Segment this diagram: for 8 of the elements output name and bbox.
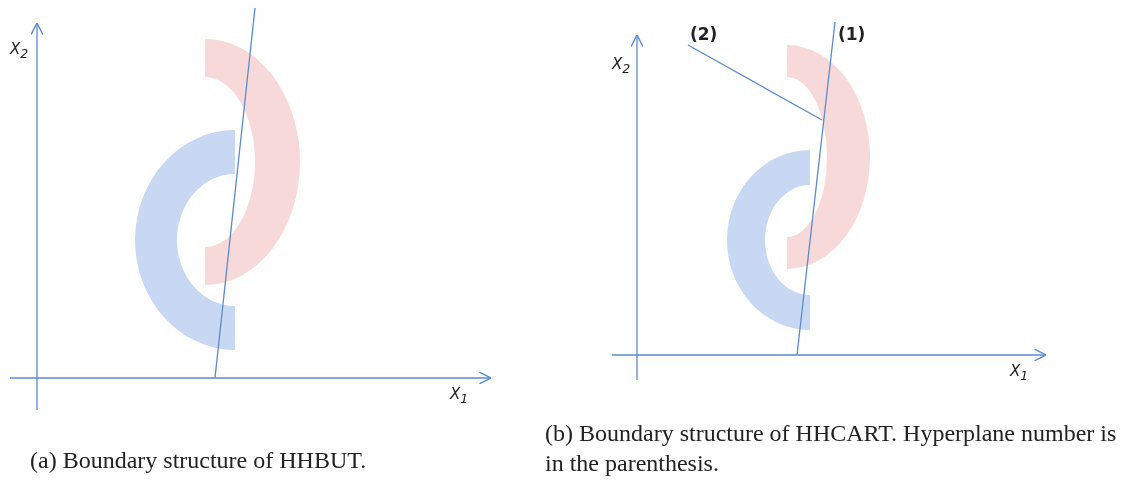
axis-label: X$_{1}$	[450, 385, 469, 406]
hyperplane-number: (1)	[838, 24, 866, 44]
axis-label: X$_{1}$	[1010, 362, 1029, 383]
caption: (b) Boundary structure of HHCART. Hyperplane number is in the parenthesis.	[545, 419, 1118, 478]
axis-label: X$_{2}$	[10, 40, 29, 61]
caption: (a) Boundary structure of HHBUT.	[30, 446, 367, 475]
axis-label: X$_{2}$	[612, 55, 631, 76]
hyperplane-number: (2)	[690, 24, 718, 44]
